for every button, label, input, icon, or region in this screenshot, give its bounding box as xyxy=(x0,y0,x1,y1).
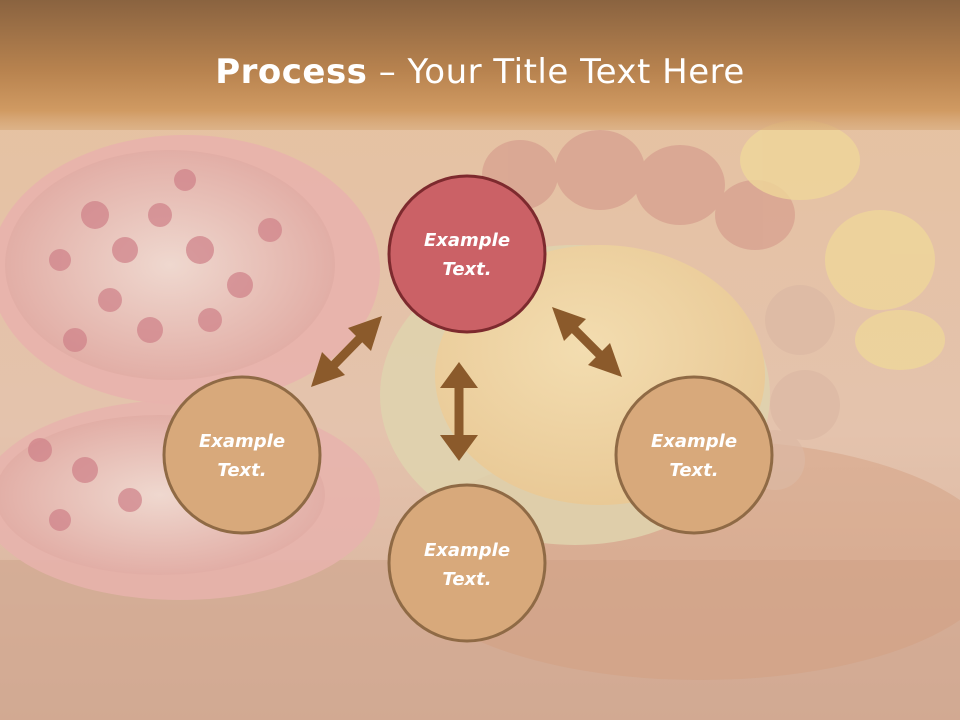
process-node-top: Example Text. xyxy=(387,174,547,334)
process-node-bottom: Example Text. xyxy=(387,483,547,643)
node-left-line1: Example xyxy=(199,431,285,452)
title-bold-part: Process xyxy=(215,52,368,92)
node-right-line2: Text. xyxy=(669,460,718,481)
node-bottom-line2: Text. xyxy=(442,569,491,590)
node-top-line2: Text. xyxy=(442,259,491,280)
title-rest-part: – Your Title Text Here xyxy=(367,52,745,92)
title-bar xyxy=(0,0,960,130)
slide-title: Process – Your Title Text Here xyxy=(0,52,960,92)
arrow-top-left xyxy=(311,316,382,387)
process-node-left: Example Text. xyxy=(162,375,322,535)
arrow-top-right xyxy=(552,307,622,377)
node-bottom-line1: Example xyxy=(424,540,510,561)
node-left-line2: Text. xyxy=(217,460,266,481)
node-top-line1: Example xyxy=(424,230,510,251)
process-node-right: Example Text. xyxy=(614,375,774,535)
arrow-vertical-center xyxy=(440,362,478,461)
node-right-line1: Example xyxy=(651,431,737,452)
